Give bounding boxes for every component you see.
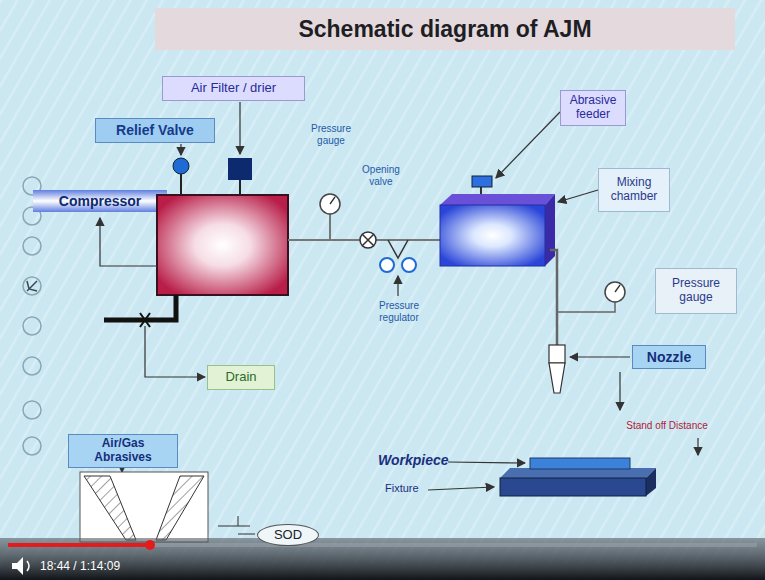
part-label: Workpiece	[378, 452, 448, 468]
part-label: Pressure gauge	[300, 123, 362, 146]
label-box: Pressure gauge	[655, 268, 737, 314]
node-text: Abrasive feeder	[565, 94, 621, 122]
label-box: Air Filter / drier	[162, 76, 305, 101]
video-timestamp: 18:44 / 1:14:09	[40, 560, 160, 574]
label-box: Air/Gas Abrasives	[68, 434, 178, 468]
part-label: Opening valve	[352, 164, 410, 187]
node-text: Air Filter / drier	[191, 81, 276, 96]
title-text: Schematic diagram of AJM	[298, 16, 591, 42]
title-band: Schematic diagram of AJM	[155, 8, 735, 50]
label-box: Mixing chamber	[598, 168, 670, 212]
part-label: Pressure regulator	[366, 300, 432, 323]
sod-oval: SOD	[257, 524, 319, 546]
node-text: Mixing chamber	[603, 176, 665, 204]
label-box: Abrasive feeder	[560, 90, 626, 126]
node-text: Compressor	[59, 193, 141, 209]
label-box: Drain	[207, 365, 275, 390]
compressor-band: Compressor	[33, 190, 167, 212]
node-text: Relief Valve	[116, 122, 194, 138]
node-text: Nozzle	[647, 349, 691, 365]
label-box: Relief Valve	[95, 118, 215, 143]
dimension-label: Stand off Distance	[612, 420, 722, 432]
label-box: Nozzle	[632, 345, 706, 369]
node-text: Drain	[225, 370, 256, 385]
node-text: Air/Gas Abrasives	[73, 437, 173, 465]
part-label: Fixture	[385, 482, 435, 495]
node-text: SOD	[274, 528, 302, 543]
node-text: Pressure gauge	[660, 277, 732, 305]
